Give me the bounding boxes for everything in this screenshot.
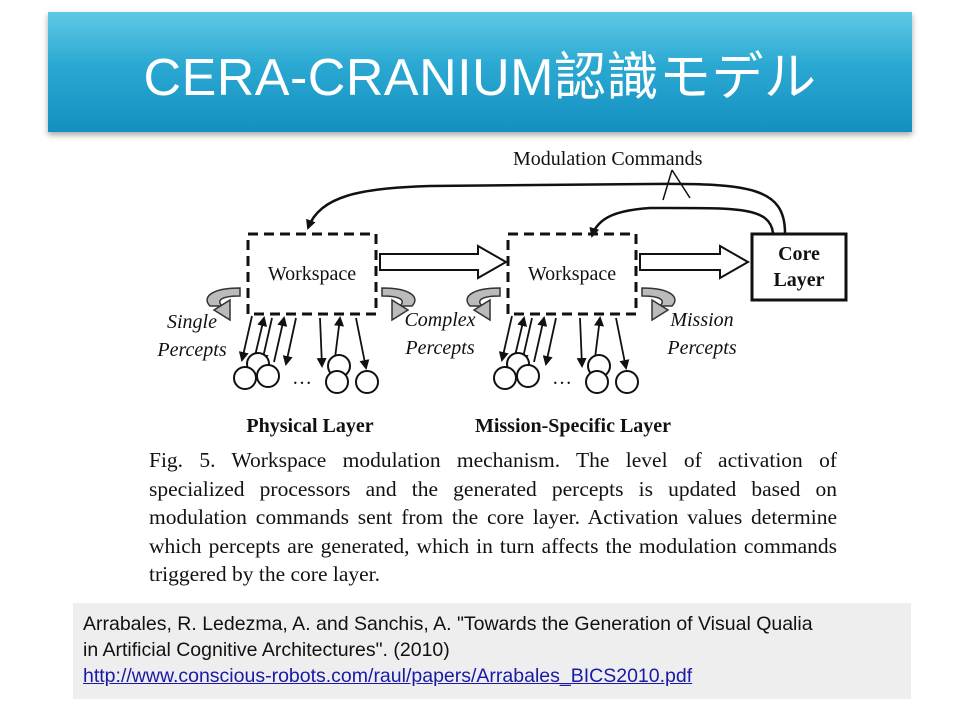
complex-percepts-label-line1: Complex: [404, 309, 475, 331]
modulation-arrow-to-workspace-1: [306, 182, 787, 234]
workspace-2-box: [506, 232, 638, 316]
mission-ellipsis: …: [552, 367, 572, 389]
modulation-commands-label: Modulation Commands: [513, 148, 703, 170]
single-percepts-label-line1: Single: [167, 311, 217, 333]
reference-citation-line1: Arrabales, R. Ledezma, A. and Sanchis, A…: [83, 613, 813, 635]
workspace-2-label: Workspace: [528, 263, 616, 285]
complex-percepts-label-line2: Percepts: [404, 337, 474, 359]
core-layer-label-line1: Core: [778, 243, 820, 265]
reference-link[interactable]: http://www.conscious-robots.com/raul/pap…: [83, 665, 693, 687]
modulation-arrow-to-workspace-2: [589, 206, 775, 238]
mission-specific-layer-label: Mission-Specific Layer: [475, 415, 671, 437]
workspace-modulation-diagram: Modulation Commands Workspace Workspace …: [156, 148, 848, 437]
single-percepts-label-line2: Percepts: [156, 339, 226, 361]
reference-citation-line2: in Artificial Cognitive Architectures". …: [83, 639, 450, 661]
core-layer-box: [750, 232, 848, 302]
block-arrow-workspace1-to-workspace2: [379, 244, 509, 280]
slide-title: CERA-CRANIUM認識モデル: [143, 48, 817, 107]
figure-caption: Fig. 5. Workspace modulation mechanism. …: [149, 448, 837, 586]
core-layer-label-line2: Layer: [773, 269, 824, 291]
mission-processors: [493, 352, 639, 394]
workspace-1-label: Workspace: [268, 263, 356, 285]
mission-percepts-label-line2: Percepts: [666, 337, 736, 359]
percept-loop-arrows: [206, 287, 676, 322]
workspace-1-box: [246, 232, 378, 316]
mission-percepts-label-line1: Mission: [669, 309, 733, 331]
physical-layer-label: Physical Layer: [246, 415, 373, 437]
physical-ellipsis: …: [292, 367, 312, 389]
reference-box: Arrabales, R. Ledezma, A. and Sanchis, A…: [73, 603, 911, 699]
physical-processors: [233, 352, 379, 394]
block-arrow-workspace2-to-core: [639, 244, 751, 280]
title-banner: CERA-CRANIUM認識モデル: [48, 12, 912, 132]
